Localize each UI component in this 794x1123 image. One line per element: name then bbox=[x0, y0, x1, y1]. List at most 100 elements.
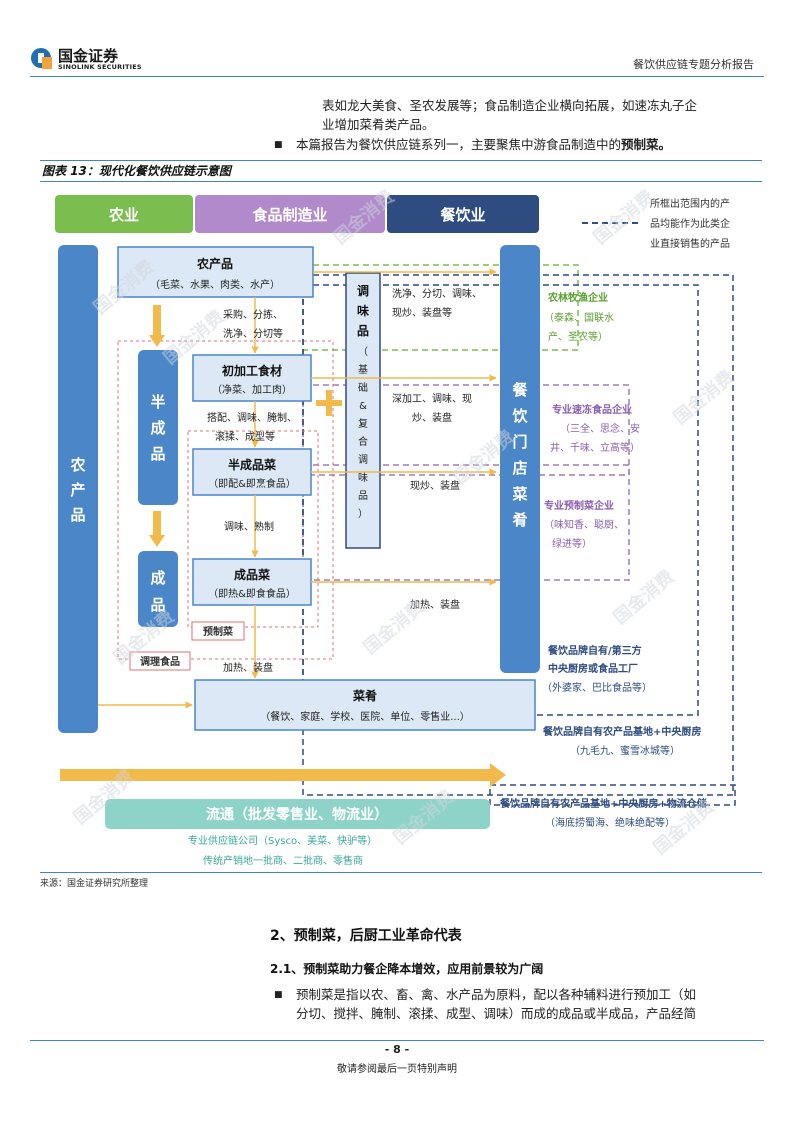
step2-b: 滚揉、成型等 bbox=[215, 430, 275, 443]
intro-bullet-bold: 预制菜。 bbox=[621, 137, 672, 152]
flow1-b: 现炒、装盘等 bbox=[392, 306, 452, 319]
report-title: 餐饮供应链专题分析报告 bbox=[633, 58, 754, 71]
right-col-char-3: 门 bbox=[512, 433, 527, 451]
primary-title: 初加工食材 bbox=[222, 363, 282, 378]
seasoning-char-7: & bbox=[359, 401, 367, 412]
step2-a: 搭配、调味、腌制、 bbox=[207, 411, 297, 424]
watermark-3: 国金消费 bbox=[589, 186, 658, 249]
header-divider bbox=[30, 76, 764, 77]
finished-col bbox=[138, 551, 178, 627]
label-conditioned-box bbox=[129, 651, 191, 671]
boundary-conditioned bbox=[117, 340, 334, 660]
co1-b: 产、圣农等） bbox=[548, 330, 608, 343]
fin-sub: （即热&即食食品） bbox=[208, 587, 296, 600]
seasoning-char-2: 味 bbox=[357, 303, 369, 318]
footer-divider bbox=[30, 1040, 764, 1041]
seasoning-char-11: 味 bbox=[358, 472, 368, 484]
intro-line-1: 表如龙大美食、圣农发展等；食品制造企业横向拓展，如速冻丸子企 bbox=[322, 98, 698, 113]
co5-title: 餐饮品牌自有农产品基地+中央厨房 bbox=[542, 725, 701, 738]
circulation-label: 流通（批发零售业、物流业） bbox=[206, 806, 388, 823]
intro-bullet: 本篇报告为餐饮供应链系列一，主要聚焦中游食品制造中的预制菜。 bbox=[296, 135, 671, 154]
supply-co-text: 专业供应链公司（Sysco、美菜、快驴等） bbox=[188, 834, 377, 847]
subsection-heading: 2.1、预制菜助力餐企降本增效，应用前景较为广阔 bbox=[270, 962, 544, 976]
co3-b: 绿进等） bbox=[552, 537, 592, 550]
finished-box bbox=[192, 558, 312, 606]
watermark-8: 国金消费 bbox=[359, 596, 428, 659]
flow2-a: 深加工、调味、现 bbox=[392, 393, 472, 405]
semi-col-char-1: 半 bbox=[150, 393, 165, 411]
co4-title-b: 中央厨房或食品工厂 bbox=[548, 662, 638, 675]
seasoning-char-8: 复 bbox=[358, 417, 368, 430]
primary-sub: （净菜、加工肉） bbox=[212, 383, 292, 396]
dish-sub: （餐饮、家庭、学校、医院、单位、零售业...） bbox=[260, 710, 470, 723]
left-col-char-3: 品 bbox=[70, 506, 85, 524]
legend-line-3: 业直接销售的产品 bbox=[650, 237, 730, 250]
co3-title: 专业预制菜企业 bbox=[544, 499, 614, 512]
plus-icon-bar bbox=[316, 400, 342, 406]
co6-title: 餐饮品牌自有农产品基地+中央厨房+物流仓储 bbox=[499, 797, 707, 810]
semi-title: 半成品菜 bbox=[228, 457, 276, 472]
co1-a: （泰森、国联水 bbox=[544, 311, 614, 324]
left-col-agri bbox=[58, 245, 98, 733]
step1-b: 洗净、分切等 bbox=[223, 327, 283, 340]
semi-col bbox=[138, 350, 178, 505]
figure-title-bar bbox=[40, 160, 762, 182]
big-arrow-bar bbox=[60, 769, 490, 781]
boundary-frozen-co bbox=[302, 384, 630, 476]
legend-line-1: 所框出范围内的产 bbox=[650, 197, 730, 210]
left-col-char-1: 农 bbox=[69, 456, 85, 474]
seasoning-char-5: 基 bbox=[358, 363, 368, 376]
agri-title: 农产品 bbox=[196, 256, 233, 271]
right-col-char-2: 饮 bbox=[511, 407, 528, 425]
co2-a: （三全、思念、安 bbox=[560, 422, 640, 435]
section-heading: 2、预制菜，后厨工业革命代表 bbox=[270, 928, 462, 944]
top-agri-label: 农业 bbox=[108, 206, 139, 224]
top-food-label: 食品制造业 bbox=[252, 206, 327, 224]
traditional: 传统产销地一批商、二批商、零售商 bbox=[203, 854, 363, 867]
dish-title: 菜肴 bbox=[352, 688, 377, 703]
finished-col-char-2: 品 bbox=[150, 596, 165, 614]
flow5: 加热、装盘 bbox=[223, 661, 273, 674]
watermark-9: 国金消费 bbox=[609, 566, 678, 629]
arrow-head-1 bbox=[149, 335, 165, 347]
logo-cn-text: 国金证券 bbox=[58, 47, 119, 65]
source-divider bbox=[40, 872, 762, 873]
co6-sub: （海底捞蜀海、绝味绝配等） bbox=[545, 816, 675, 829]
flow3: 现炒、装盘 bbox=[410, 479, 460, 492]
boundary-prepared bbox=[187, 430, 319, 628]
figure-source: 来源：国金证券研究所整理 bbox=[40, 879, 149, 889]
circulation-bar bbox=[105, 799, 490, 829]
co4-title-a: 餐饮品牌自有/第三方 bbox=[547, 644, 642, 657]
boundary-logistics bbox=[489, 784, 736, 806]
supply-co: 专业供应链公司（Sysco、美菜、快驴等） bbox=[188, 834, 377, 847]
step3: 调味、熟制 bbox=[224, 520, 274, 533]
right-col-char-6: 肴 bbox=[512, 511, 527, 529]
flow2-b: 炒、装盘 bbox=[412, 411, 452, 424]
seasoning-char-1: 调 bbox=[357, 284, 369, 298]
co2-title: 专业速冻食品企业 bbox=[552, 403, 632, 416]
bullet-icon: ■ bbox=[274, 140, 283, 150]
top-catering-label: 餐饮业 bbox=[440, 206, 485, 224]
intro-line-2: 业增加菜肴类产品。 bbox=[322, 117, 435, 132]
right-col-char-5: 菜 bbox=[511, 485, 527, 503]
seasoning-char-3: 品 bbox=[357, 324, 369, 338]
primary-box bbox=[192, 354, 312, 402]
label-prepared-box bbox=[191, 621, 245, 641]
co4-sub: （外婆家、巴比食品等） bbox=[542, 681, 652, 694]
watermark-6: 国金消费 bbox=[669, 366, 738, 429]
semi-col-char-3: 品 bbox=[150, 445, 165, 463]
seasoning-char-13: ） bbox=[358, 508, 368, 520]
right-col-char-1: 餐 bbox=[512, 381, 528, 399]
co3-a: （味知香、聪厨、 bbox=[544, 518, 624, 531]
big-arrow-head bbox=[490, 763, 506, 787]
seasoning-char-6: 础 bbox=[358, 382, 368, 394]
top-bar-food bbox=[195, 195, 385, 233]
seasoning-char-9: 合 bbox=[358, 435, 368, 448]
intro-bullet-text: 本篇报告为餐饮供应链系列一，主要聚焦中游食品制造中的 bbox=[296, 137, 622, 152]
para-line-1: 预制菜是指以农、畜、禽、水产品为原料，配以各种辅料进行预加工（如 bbox=[296, 987, 697, 1002]
dish-box bbox=[194, 679, 536, 731]
fin-title: 成品菜 bbox=[234, 567, 270, 582]
co1-title: 农林牧渔企业 bbox=[547, 291, 608, 304]
co2-b: 井、千味、立高等） bbox=[550, 441, 640, 454]
seasoning-col bbox=[345, 272, 381, 549]
